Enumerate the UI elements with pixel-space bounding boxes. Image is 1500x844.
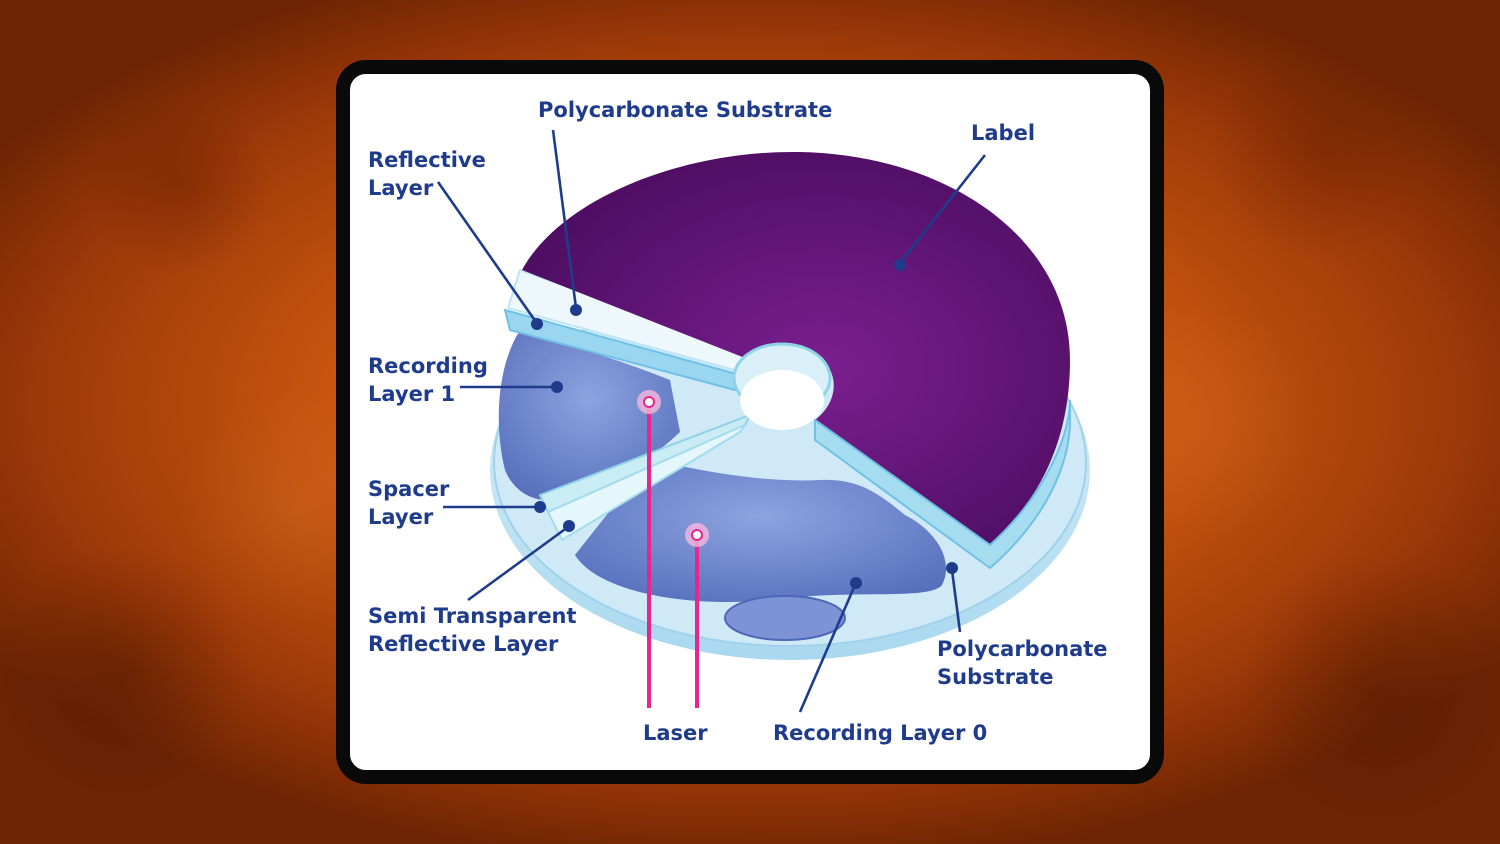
dot-polycarbonate-bottom bbox=[946, 562, 958, 574]
label-label: Label bbox=[971, 121, 1035, 145]
dot-semi-reflective bbox=[563, 520, 575, 532]
dot-reflective bbox=[531, 318, 543, 330]
dot-recording-0 bbox=[850, 577, 862, 589]
label-semi-reflective-line2: Reflective Layer bbox=[368, 632, 559, 656]
label-edge-stack bbox=[814, 399, 1071, 570]
label-reflective-line2: Layer bbox=[368, 176, 434, 200]
label-reflective-line1: Reflective bbox=[368, 148, 486, 172]
label-recording-0: Recording Layer 0 bbox=[773, 721, 987, 745]
laser-spark-1-icon bbox=[637, 390, 661, 414]
dot-polycarbonate-top bbox=[570, 304, 582, 316]
semi-reflective-wedge bbox=[546, 422, 748, 542]
label-polycarbonate-bottom-line2: Substrate bbox=[937, 665, 1053, 689]
dot-spacer bbox=[534, 501, 546, 513]
label-polycarbonate-bottom-line1: Polycarbonate bbox=[937, 637, 1108, 661]
label-layer bbox=[522, 151, 1070, 545]
laser-spark-2-icon bbox=[685, 523, 709, 547]
leader-recording-0 bbox=[798, 584, 857, 713]
leader-semi-reflective bbox=[467, 525, 569, 602]
recording-layer-0-puddle bbox=[724, 595, 846, 641]
label-spacer-line2: Layer bbox=[368, 505, 434, 529]
leader-polycarbonate-bottom bbox=[950, 569, 962, 633]
diagram-card: Polycarbonate Substrate Label Reflective… bbox=[336, 60, 1164, 784]
leader-polycarbonate-top bbox=[551, 129, 578, 309]
center-hole bbox=[740, 370, 824, 430]
reflective-wedge bbox=[503, 308, 742, 392]
leader-label bbox=[898, 154, 987, 264]
label-recording-1-line1: Recording bbox=[368, 354, 488, 378]
label-laser: Laser bbox=[643, 721, 708, 745]
recording-layer-1-shape bbox=[498, 330, 680, 501]
leader-reflective bbox=[436, 181, 538, 323]
recording-layer-0-shape bbox=[575, 460, 947, 603]
label-recording-1-line2: Layer 1 bbox=[368, 382, 455, 406]
label-polycarbonate-top: Polycarbonate Substrate bbox=[538, 98, 832, 122]
dot-label bbox=[894, 259, 906, 271]
label-semi-reflective-line1: Semi Transparent bbox=[368, 604, 577, 628]
disc-diagram: Polycarbonate Substrate Label Reflective… bbox=[368, 98, 1108, 745]
dot-recording-1 bbox=[551, 381, 563, 393]
label-spacer-line1: Spacer bbox=[368, 477, 450, 501]
